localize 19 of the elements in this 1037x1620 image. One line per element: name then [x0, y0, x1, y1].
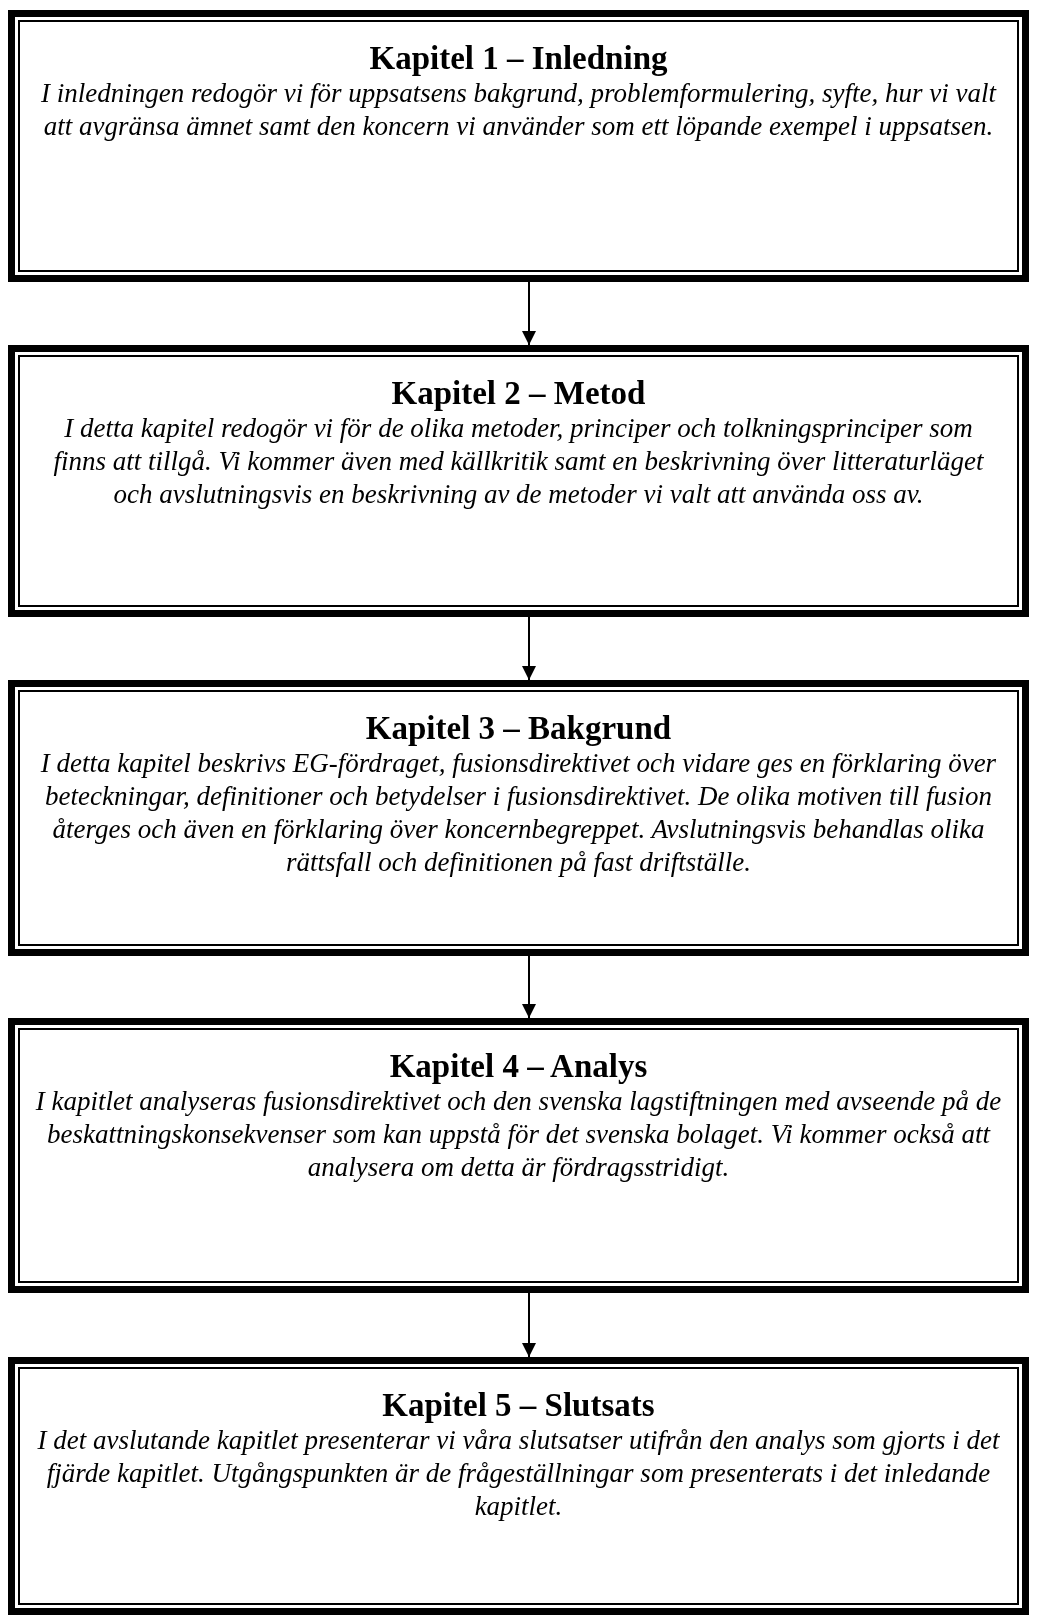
chapter-description: I detta kapitel beskrivs EG-fördraget, fusionsdirektivet och vidare ges en förklaring över beteckningar, definitioner och betydelser i fusionsdirektivet. De olika motiven till fusion återges och även en förklaring över koncernbegreppet. Avslutningsvis behandlas olika rättsfall och definitionen på fast driftställe. — [39, 747, 998, 879]
chapter-heading: Kapitel 4 – Analys — [389, 1047, 648, 1085]
chapter-box — [8, 10, 1029, 282]
chapter-description: I inledningen redogör vi för uppsatsens bakgrund, problemformulering, syfte, hur vi valt att avgränsa ämnet samt den koncern vi använder som ett löpande exempel i uppsatsen. — [40, 77, 998, 143]
arrow — [522, 281, 536, 346]
chapter-heading: Kapitel 5 – Slutsats — [382, 1386, 655, 1424]
chapter-box — [8, 1357, 1029, 1615]
chapter-box — [8, 345, 1029, 617]
chapter-description: I det avslutande kapitlet presenterar vi våra slutsatser utifrån den analys som gjorts i det fjärde kapitlet. Utgångspunkten är de frågeställningar som presenterats i det inledande kapitlet. — [36, 1424, 1001, 1523]
chapter-heading: Kapitel 2 – Metod — [391, 374, 646, 412]
arrow — [522, 1292, 536, 1358]
chapter-box — [8, 1018, 1029, 1293]
chapter-description: I detta kapitel redogör vi för de olika metoder, principer och tolkningsprinciper som finns att tillgå. Vi kommer även med källkritik samt en beskrivning över litteraturläget och avslutningsvis en beskrivning av de metoder vi valt att använda oss av. — [52, 412, 985, 511]
chapter-box — [8, 680, 1029, 956]
arrow — [522, 616, 536, 681]
chapter-heading: Kapitel 3 – Bakgrund — [365, 709, 672, 747]
arrow — [522, 955, 536, 1019]
chapter-description: I kapitlet analyseras fusionsdirektivet och den svenska lagstiftningen med avseende på de beskattningskonsekvenser som kan uppstå för det svenska bolaget. Vi kommer också att analysera om detta är fördragsstridigt. — [35, 1085, 1002, 1184]
chapter-heading: Kapitel 1 – Inledning — [369, 39, 668, 77]
